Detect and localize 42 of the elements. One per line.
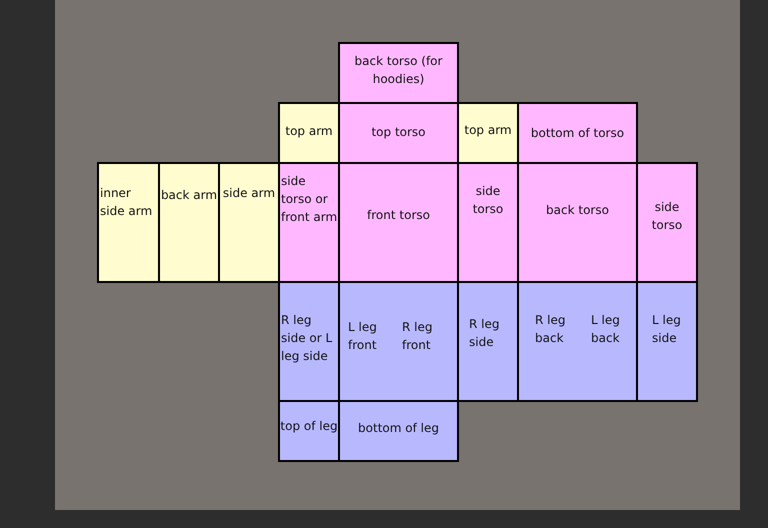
- pattern-panel: [517, 102, 638, 164]
- pattern-panel: [457, 162, 519, 283]
- panel-label: R leg side or L leg side: [281, 312, 334, 365]
- pattern-panel: [218, 162, 280, 283]
- panel-label: L leg side: [652, 312, 682, 347]
- panel-label: bottom of torso: [530, 125, 626, 142]
- pattern-panel: [338, 102, 459, 164]
- panel-label: inner side arm: [100, 185, 154, 220]
- pattern-panel: [338, 162, 459, 283]
- panel-label: top torso: [370, 124, 427, 141]
- pattern-panel: [158, 162, 220, 283]
- panel-label: side torso: [472, 183, 504, 218]
- panel-label: side torso or front arm: [281, 173, 338, 226]
- pattern-panel: [278, 102, 340, 164]
- pattern-panel: [278, 400, 340, 462]
- panel-label: back arm: [160, 187, 218, 204]
- panel-label: side arm: [222, 185, 276, 202]
- panel-label: R leg front: [402, 319, 434, 354]
- panel-label: back torso (for hoodies): [354, 53, 444, 88]
- pattern-panel: [457, 102, 519, 164]
- pattern-panel: [97, 162, 160, 283]
- panel-label: R leg side: [469, 316, 500, 351]
- pattern-panel: [457, 281, 519, 402]
- pattern-panel: [338, 400, 459, 462]
- pattern-panel: [278, 281, 340, 402]
- panel-label: side torso: [650, 199, 684, 234]
- panel-label: R leg back: [535, 312, 566, 347]
- pattern-panel: [636, 281, 698, 402]
- panel-label: top arm: [463, 122, 513, 139]
- pattern-panel: [636, 162, 698, 283]
- panel-label: bottom of leg: [357, 420, 440, 437]
- panel-label: L leg front: [348, 319, 378, 354]
- pattern-panel: [338, 42, 459, 104]
- panel-label: top arm: [284, 123, 334, 140]
- pattern-panel: [517, 162, 638, 283]
- pattern-panel: [278, 162, 340, 283]
- panel-label: top of leg: [280, 418, 338, 435]
- panel-label: back torso: [545, 202, 610, 219]
- panel-label: front torso: [366, 207, 431, 224]
- pattern-panel: [338, 281, 459, 402]
- panel-label: L leg back: [591, 312, 621, 347]
- pattern-panel: [517, 281, 638, 402]
